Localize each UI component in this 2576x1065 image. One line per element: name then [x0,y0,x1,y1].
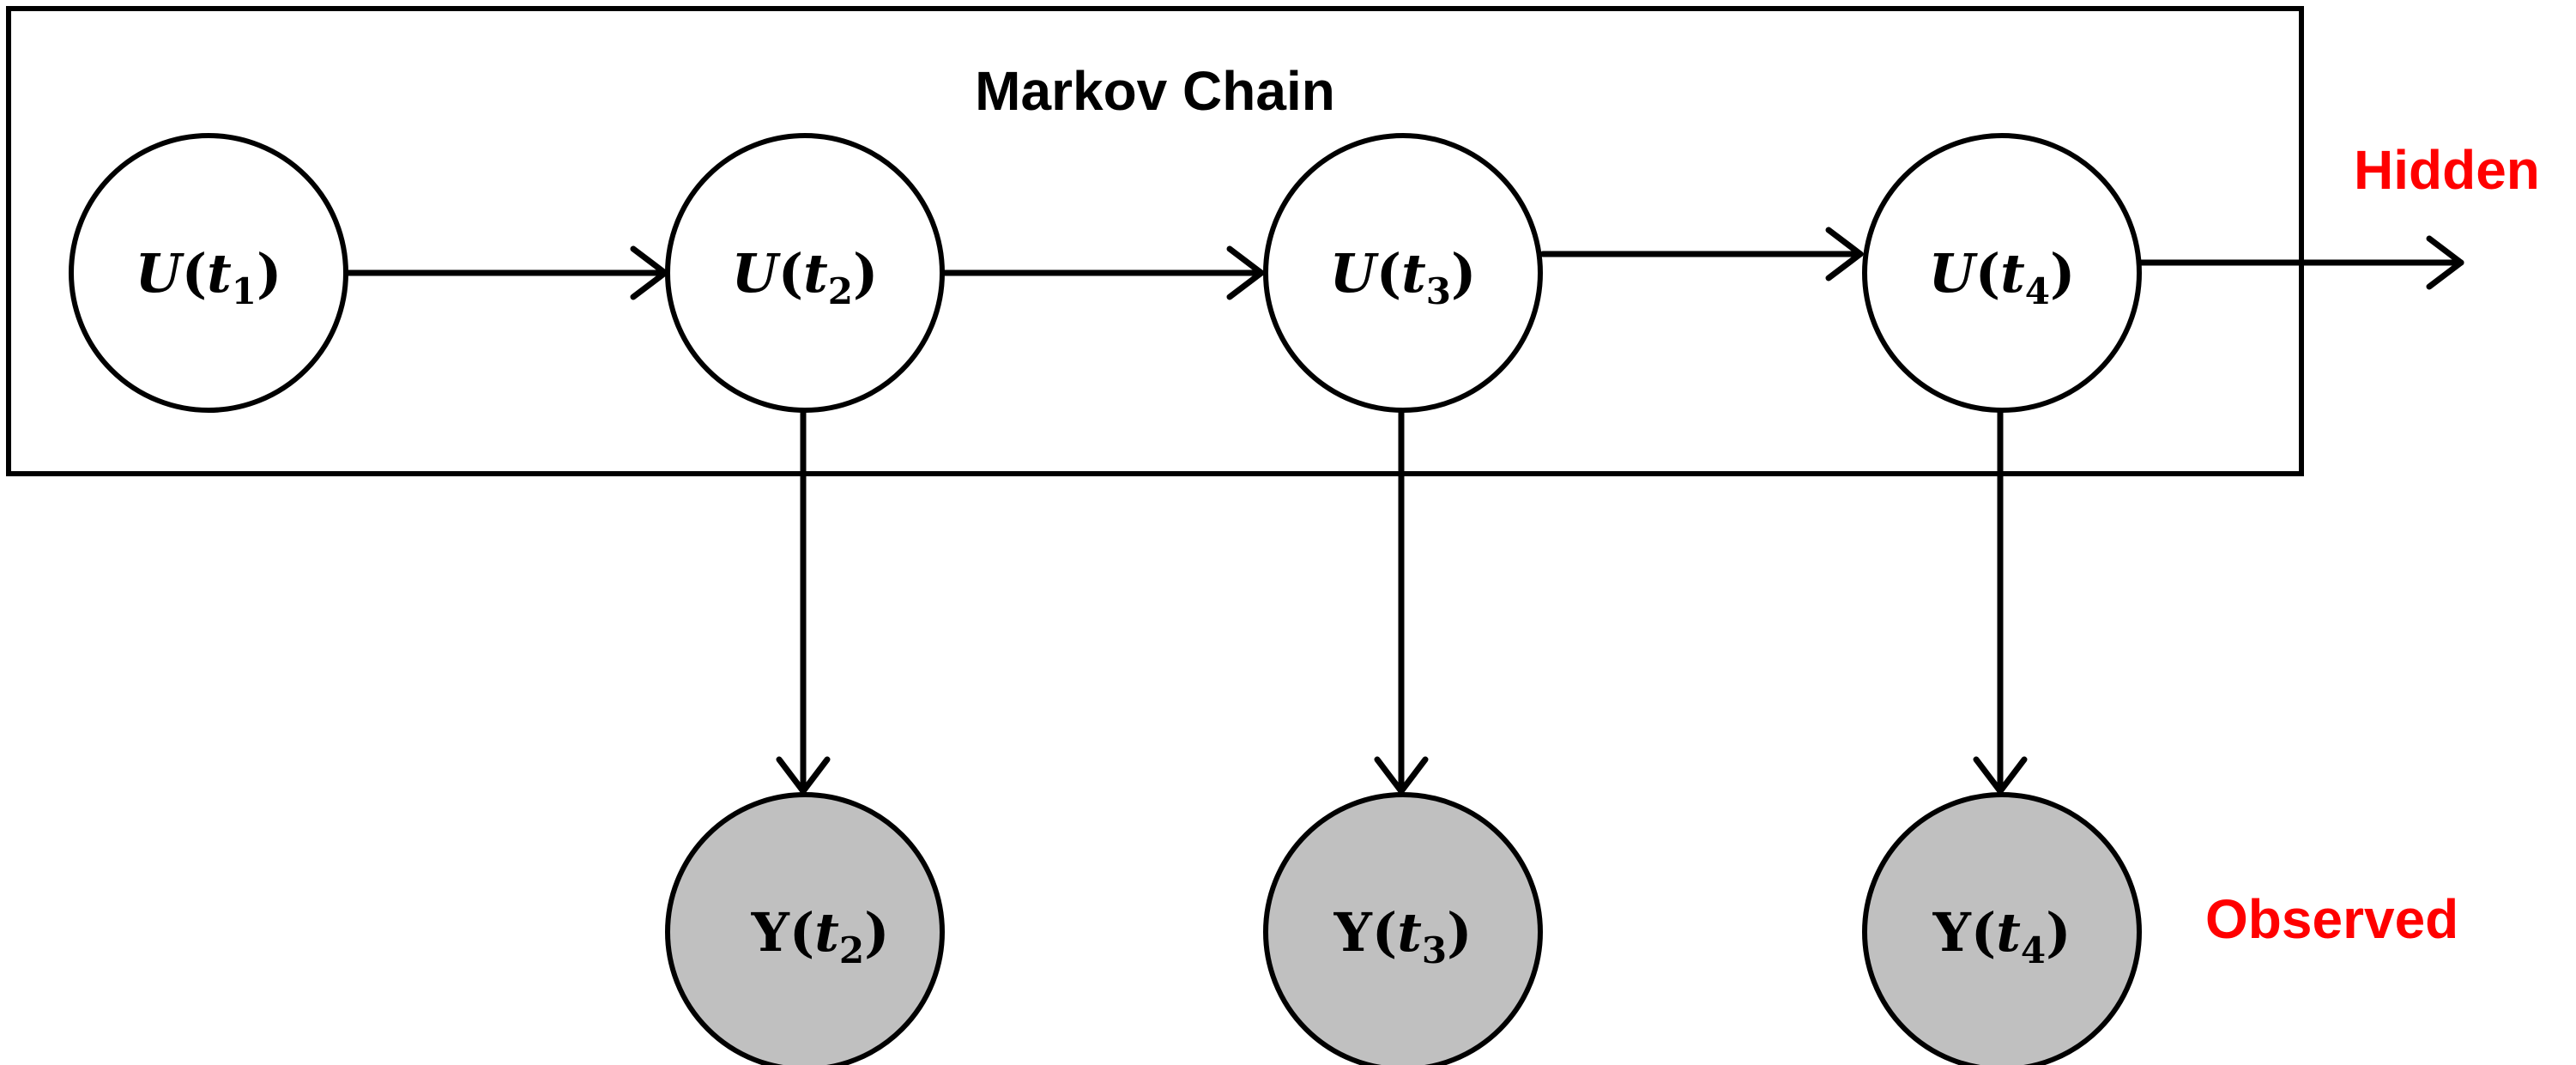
edge-u4-out [2138,235,2464,290]
svg-text:U(t2): U(t2) [732,242,879,312]
hidden-label: Hidden [2354,139,2540,201]
markov-chain-title: Markov Chain [975,60,1335,122]
svg-text:U(t1): U(t1) [136,242,282,312]
svg-text:U(t3): U(t3) [1330,242,1477,312]
observed-nodes: Y(t2) Y(t3) Y(t4) [665,792,2142,1065]
edge-u2-y2 [776,409,831,795]
observed-node-y3: Y(t3) [1263,792,1543,1065]
svg-text:Y(t2): Y(t2) [751,901,890,971]
svg-text:Y(t3): Y(t3) [1333,901,1472,971]
hidden-node-u2: U(t2) [665,133,945,413]
edge-u3-y3 [1374,401,1429,795]
svg-text:Y(t4): Y(t4) [1932,901,2071,971]
observed-node-y2: Y(t2) [665,792,945,1065]
markov-chain-box [6,6,2304,476]
observed-label: Observed [2205,888,2458,950]
chain-edges [342,227,2464,300]
edge-u4-y4 [1973,401,2028,795]
observed-node-y4: Y(t4) [1862,792,2142,1065]
hidden-node-u1: U(t1) [69,133,348,413]
emission-edges [776,401,2028,795]
edge-u3-u4 [1539,227,1864,281]
edge-u2-u3 [940,245,1265,300]
hidden-node-u3: U(t3) [1263,133,1543,413]
hidden-node-u4: U(t4) [1862,133,2142,413]
hidden-nodes: U(t1) U(t2) U(t3) U(t4) [69,133,2142,413]
svg-text:U(t4): U(t4) [1929,242,2076,312]
edge-u1-u2 [342,245,668,300]
